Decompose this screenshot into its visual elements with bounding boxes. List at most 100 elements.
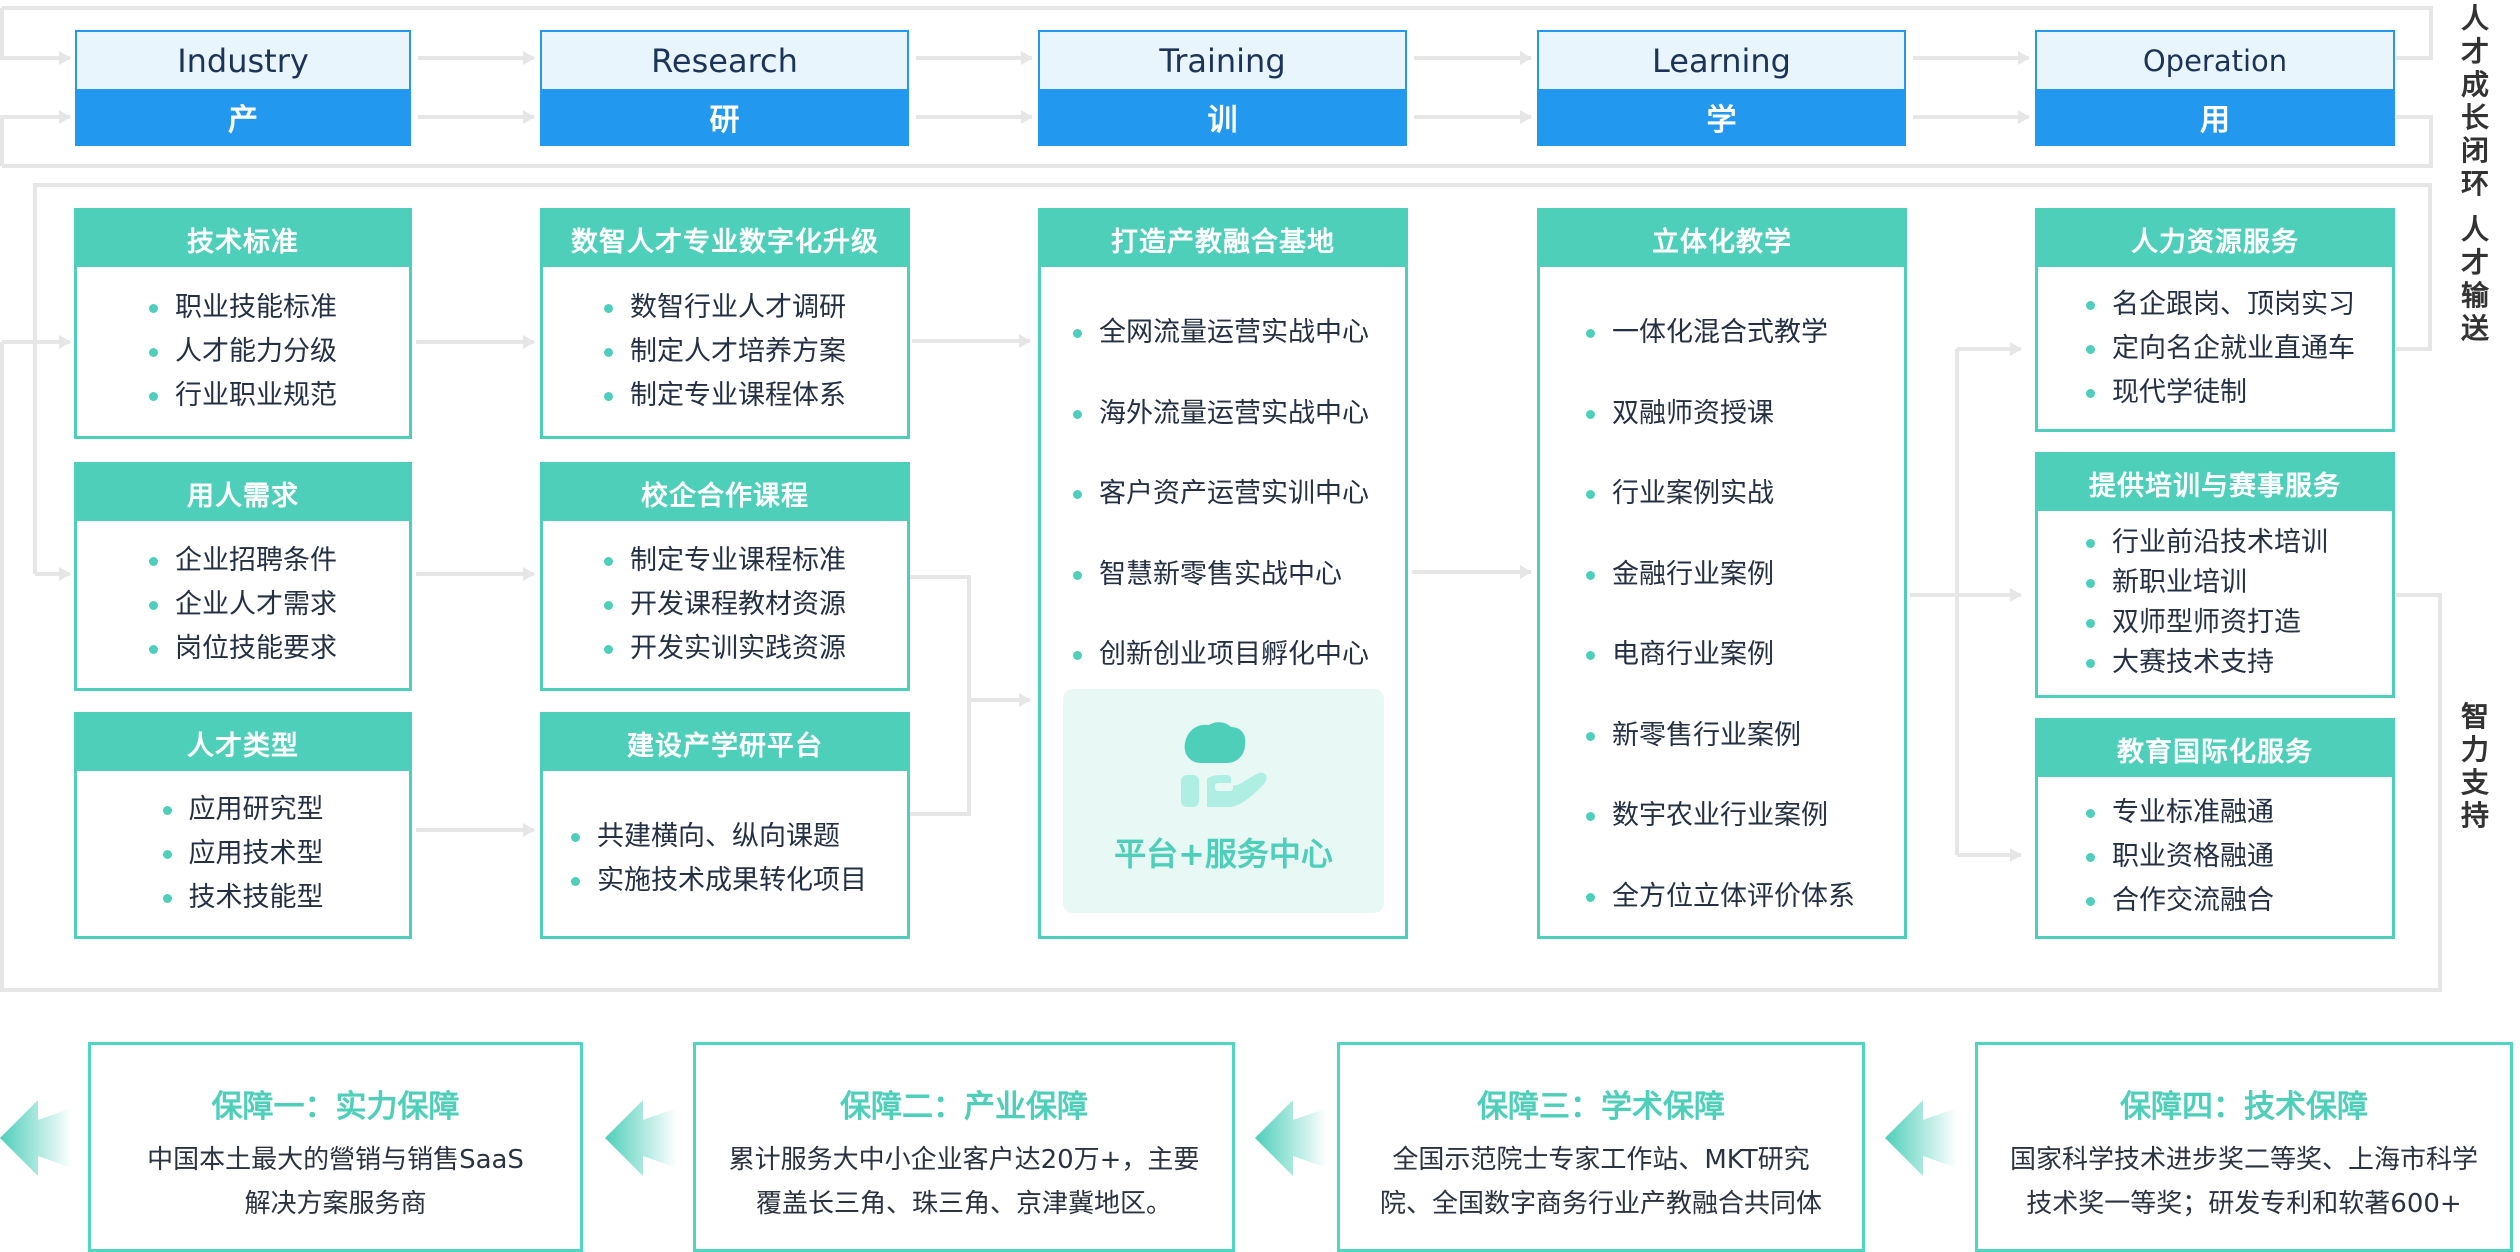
stage-en-label: Learning — [1539, 32, 1904, 89]
card-education-internationalization: 教育国际化服务 专业标准融通 职业资格融通 合作交流融合 — [2035, 718, 2395, 939]
card-school-enterprise-courses: 校企合作课程 制定专业课程标准 开发课程教材资源 开发实训实践资源 — [540, 462, 910, 691]
list-item: 客户资产运营实训中心 — [1073, 454, 1405, 535]
guarantee-title: 保障四：技术保障 — [2120, 1089, 2368, 1125]
stage-learning: Learning 学 — [1537, 30, 1906, 146]
list-item: 全网流量运营实战中心 — [1073, 293, 1405, 374]
card-title: 人才类型 — [77, 715, 409, 771]
list-item: 应用研究型 — [162, 788, 324, 832]
guarantee-desc: 中国本土最大的營销与销售SaaS 解决方案服务商 — [91, 1138, 580, 1226]
list-item: 名企跟岗、顶岗实习 — [2086, 283, 2392, 327]
card-title: 用人需求 — [77, 465, 409, 521]
list-item: 制定人才培养方案 — [604, 330, 846, 374]
card-list: 制定专业课程标准 开发课程教材资源 开发实训实践资源 — [543, 521, 907, 688]
left-arrow-icon — [1255, 1100, 1327, 1176]
card-title: 提供培训与赛事服务 — [2038, 455, 2392, 511]
list-item: 开发课程教材资源 — [604, 583, 846, 627]
guarantee-card-4: 保障四：技术保障 国家科学技术进步奖二等奖、上海市科学 技术奖一等奖；研发专利和… — [1975, 1042, 2513, 1252]
list-item: 数智行业人才调研 — [604, 286, 846, 330]
list-item: 实施技术成果转化项目 — [571, 859, 867, 903]
stage-industry: Industry 产 — [75, 30, 411, 146]
card-3d-teaching: 立体化教学 一体化混合式教学 双融师资授课 行业案例实战 金融行业案例 电商行业… — [1537, 208, 1907, 939]
list-item: 新职业培训 — [2086, 563, 2392, 603]
guarantee-line: 解决方案服务商 — [244, 1189, 427, 1219]
card-title: 人力资源服务 — [2038, 211, 2392, 267]
card-list: 全网流量运营实战中心 海外流量运营实战中心 客户资产运营实训中心 智慧新零售实战… — [1041, 267, 1405, 696]
list-item: 应用技术型 — [162, 832, 324, 876]
guarantee-desc: 国家科学技术进步奖二等奖、上海市科学 技术奖一等奖；研发专利和软著600+ — [1978, 1138, 2510, 1226]
card-talent-types: 人才类型 应用研究型 应用技术型 技术技能型 — [74, 712, 412, 939]
list-item: 创新创业项目孵化中心 — [1073, 615, 1405, 696]
list-item: 技术技能型 — [162, 876, 324, 920]
card-training-competition-services: 提供培训与赛事服务 行业前沿技术培训 新职业培训 双师型师资打造 大赛技术支持 — [2035, 452, 2395, 698]
guarantee-line: 覆盖长三角、珠三角、京津冀地区。 — [755, 1189, 1172, 1219]
card-list: 共建横向、纵向课题 实施技术成果转化项目 — [543, 771, 907, 936]
list-item: 一体化混合式教学 — [1586, 293, 1904, 374]
guarantee-card-2: 保障二：产业保障 累计服务大中小企业客户达20万+，主要 覆盖长三角、珠三角、京… — [693, 1042, 1235, 1252]
stage-research: Research 研 — [540, 30, 909, 146]
delivery-frame — [33, 183, 2432, 574]
list-item: 数宇农业行业案例 — [1586, 776, 1904, 857]
card-technical-standards: 技术标准 职业技能标准 人才能力分级 行业职业规范 — [74, 208, 412, 439]
stage-en-label: Research — [542, 32, 907, 89]
stage-en-label: Operation — [2037, 32, 2393, 89]
card-list: 应用研究型 应用技术型 技术技能型 — [77, 771, 409, 936]
stage-zh-label: 训 — [1040, 89, 1405, 144]
stage-zh-label: 产 — [77, 89, 409, 144]
card-title: 建设产学研平台 — [543, 715, 907, 771]
guarantee-card-1: 保障一：实力保障 中国本土最大的營销与销售SaaS 解决方案服务商 — [88, 1042, 583, 1252]
list-item: 双融师资授课 — [1586, 374, 1904, 455]
list-item: 制定专业课程标准 — [604, 539, 846, 583]
guarantee-line: 国家科学技术进步奖二等奖、上海市科学 — [2009, 1145, 2478, 1175]
card-list: 职业技能标准 人才能力分级 行业职业规范 — [77, 267, 409, 436]
list-item: 行业职业规范 — [149, 374, 337, 418]
guarantee-title: 保障二：产业保障 — [840, 1089, 1088, 1125]
card-employment-needs: 用人需求 企业招聘条件 企业人才需求 岗位技能要求 — [74, 462, 412, 691]
card-digital-talent-upgrade: 数智人才专业数字化升级 数智行业人才调研 制定人才培养方案 制定专业课程体系 — [540, 208, 910, 439]
list-item: 制定专业课程体系 — [604, 374, 846, 418]
card-list: 行业前沿技术培训 新职业培训 双师型师资打造 大赛技术支持 — [2038, 511, 2392, 683]
list-item: 行业案例实战 — [1586, 454, 1904, 535]
stage-training: Training 训 — [1038, 30, 1407, 146]
list-item: 企业人才需求 — [149, 583, 337, 627]
platform-service-center: 平台+服务中心 — [1063, 689, 1384, 913]
loop-bottom-left — [0, 110, 71, 166]
list-item: 双师型师资打造 — [2086, 603, 2392, 643]
guarantee-line: 累计服务大中小企业客户达20万+，主要 — [728, 1145, 1200, 1175]
side-label-talent-loop: 人才成长闭环 — [2460, 2, 2489, 200]
list-item: 大赛技术支持 — [2086, 643, 2392, 683]
card-list: 企业招聘条件 企业人才需求 岗位技能要求 — [77, 521, 409, 688]
guarantee-card-3: 保障三：学术保障 全国示范院士专家工作站、MKT研究 院、全国数字商务行业产教融… — [1337, 1042, 1865, 1252]
guarantee-line: 院、全国数字商务行业产教融合共同体 — [1379, 1189, 1822, 1219]
loop-top-line — [2, 6, 2433, 60]
list-item: 新零售行业案例 — [1586, 696, 1904, 777]
list-item: 合作交流融合 — [2086, 879, 2392, 923]
platform-label: 平台+服务中心 — [1114, 835, 1333, 873]
list-item: 行业前沿技术培训 — [2086, 523, 2392, 563]
list-item: 现代学徒制 — [2086, 371, 2392, 415]
card-research-platform: 建设产学研平台 共建横向、纵向课题 实施技术成果转化项目 — [540, 712, 910, 939]
list-item: 岗位技能要求 — [149, 627, 337, 671]
stage-operation: Operation 用 — [2035, 30, 2395, 146]
list-item: 智慧新零售实战中心 — [1073, 535, 1405, 616]
list-item: 职业技能标准 — [149, 286, 337, 330]
list-item: 企业招聘条件 — [149, 539, 337, 583]
list-item: 人才能力分级 — [149, 330, 337, 374]
card-title: 技术标准 — [77, 211, 409, 267]
stage-zh-label: 研 — [542, 89, 907, 144]
support-frame — [0, 342, 2442, 992]
left-arrow-icon — [605, 1100, 677, 1176]
list-item: 专业标准融通 — [2086, 791, 2392, 835]
card-hr-services: 人力资源服务 名企跟岗、顶岗实习 定向名企就业直通车 现代学徒制 — [2035, 208, 2395, 432]
cloud-hand-icon — [1181, 722, 1267, 807]
list-item: 共建横向、纵向课题 — [571, 815, 840, 859]
list-item: 金融行业案例 — [1586, 535, 1904, 616]
guarantee-desc: 累计服务大中小企业客户达20万+，主要 覆盖长三角、珠三角、京津冀地区。 — [696, 1138, 1232, 1226]
list-item: 电商行业案例 — [1586, 615, 1904, 696]
list-item: 定向名企就业直通车 — [2086, 327, 2392, 371]
list-item: 开发实训实践资源 — [604, 627, 846, 671]
left-arrow-icon — [0, 1100, 72, 1176]
side-label-intellectual-support: 智力支持 — [2460, 700, 2489, 832]
stage-en-label: Training — [1040, 32, 1405, 89]
card-title: 打造产教融合基地 — [1041, 211, 1405, 267]
